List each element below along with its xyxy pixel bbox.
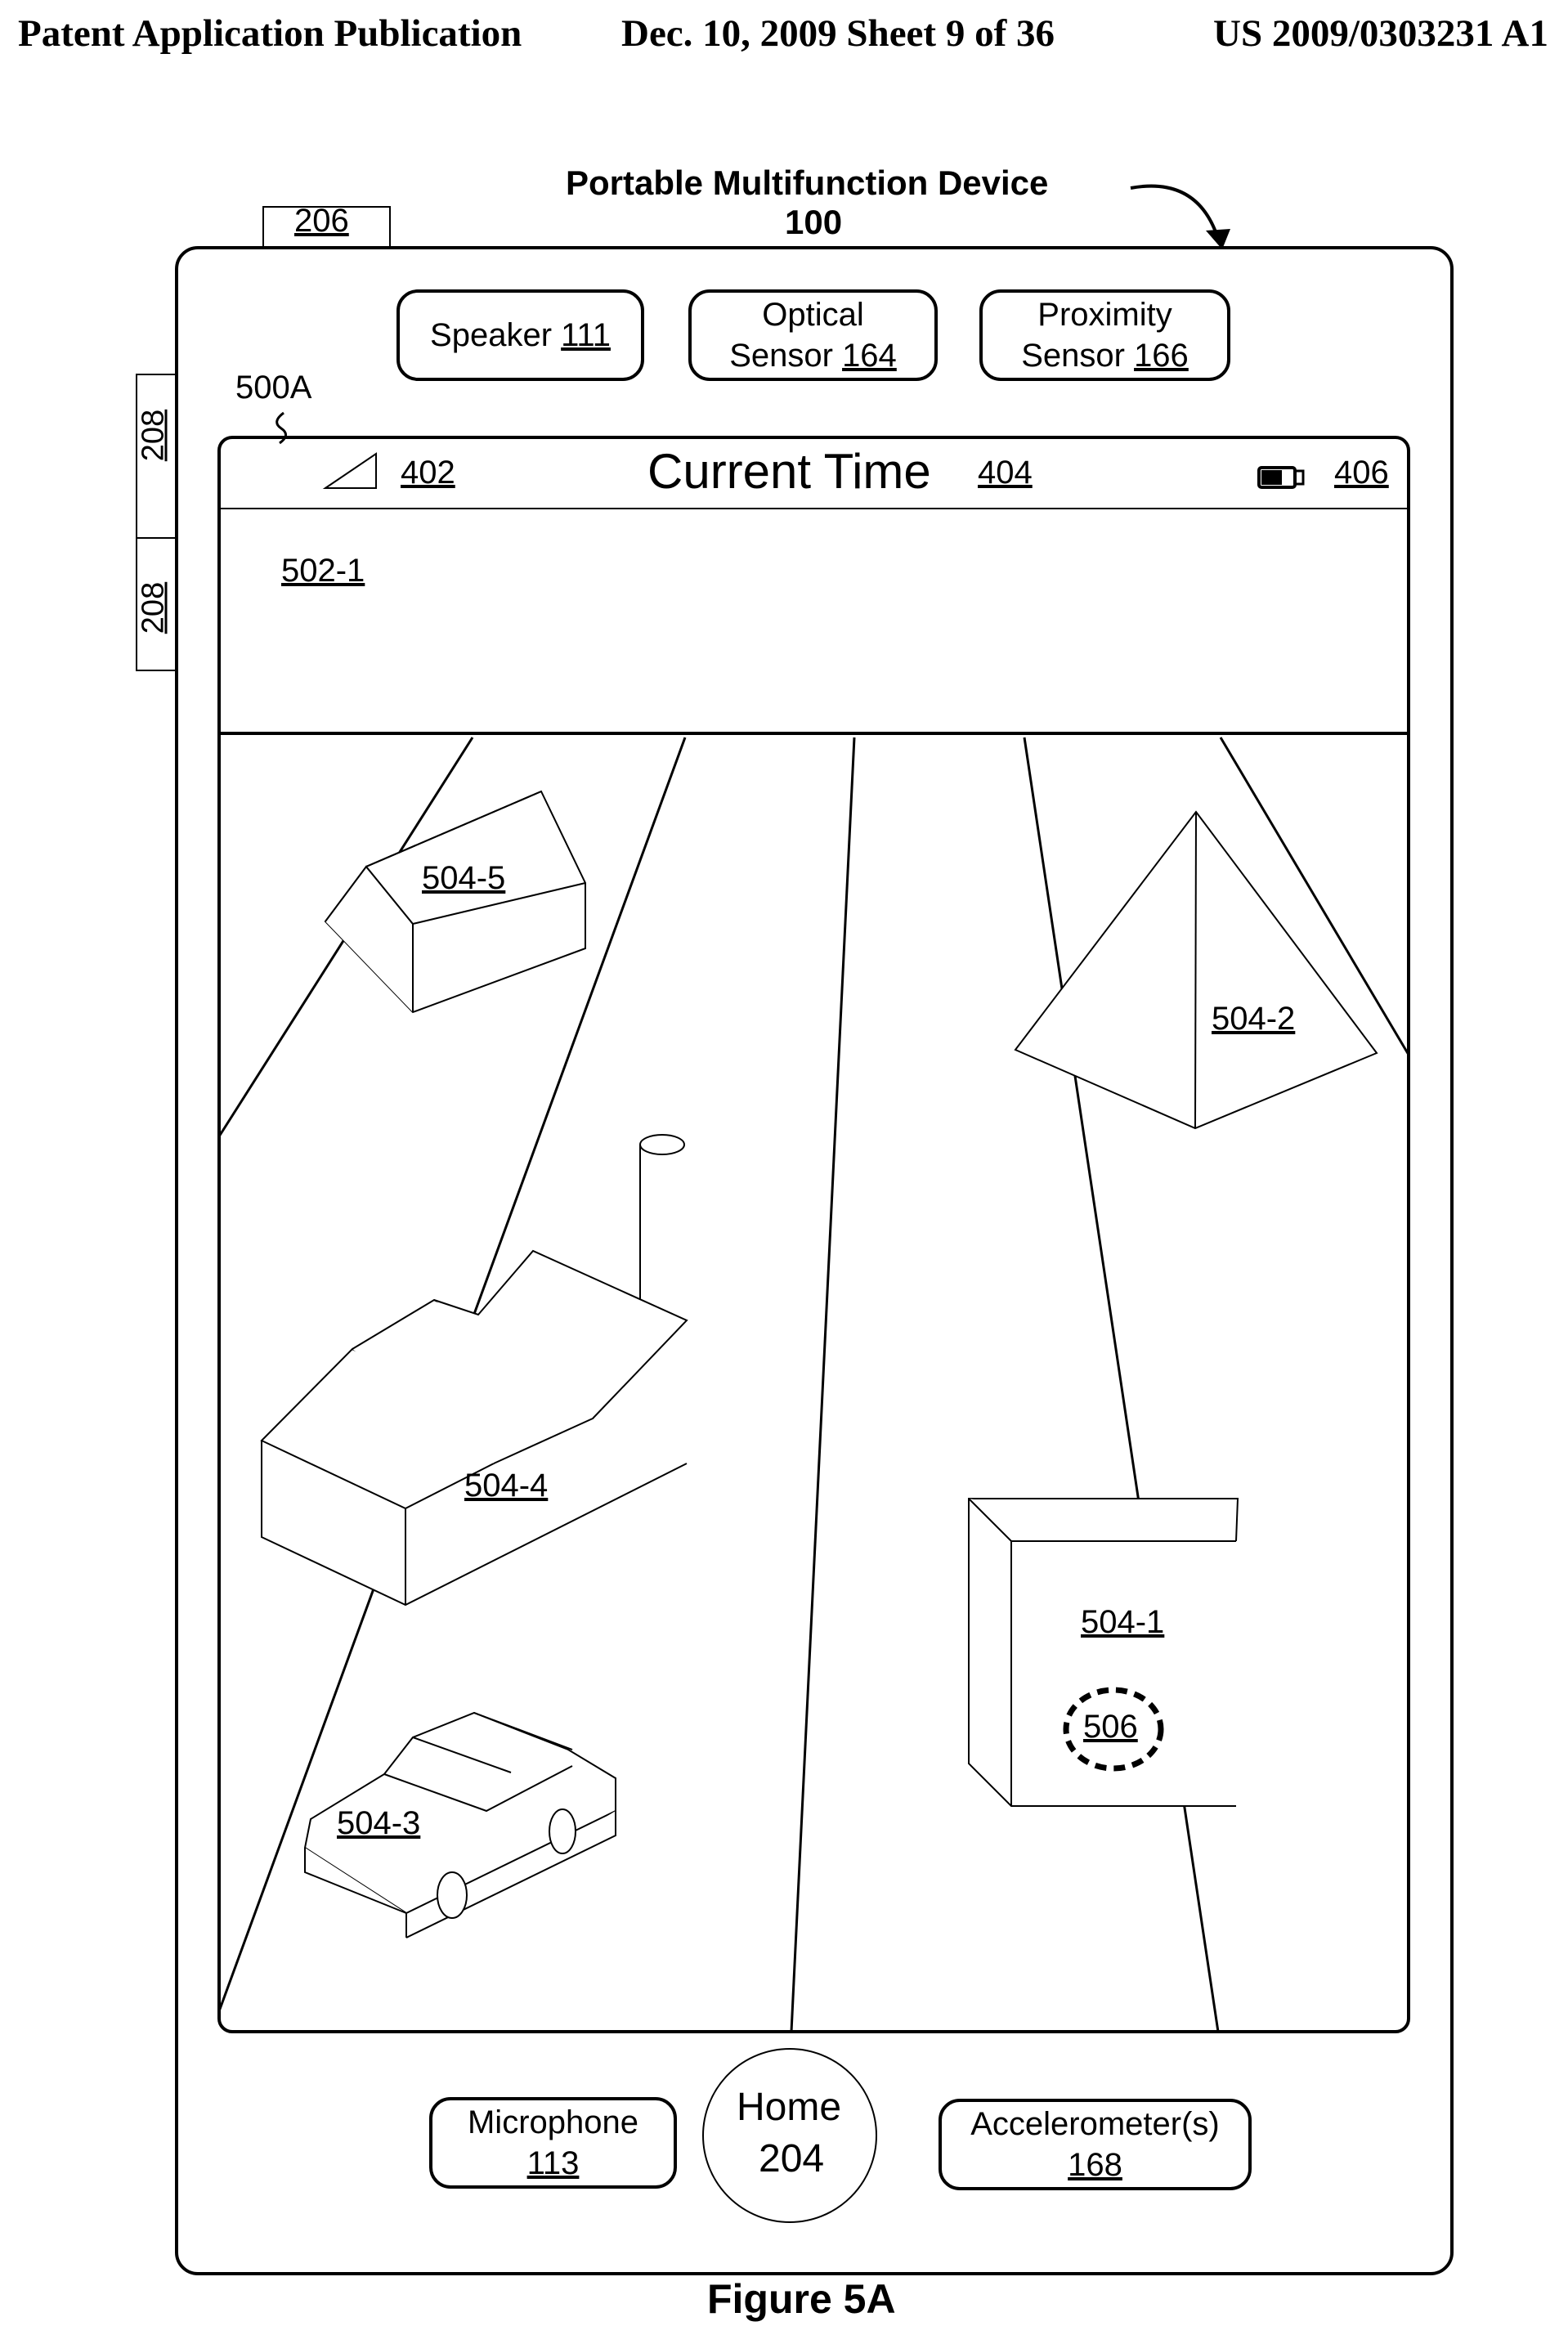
proximity-sensor-line1: Proximity [1037,297,1172,333]
device-outline [175,246,1454,2275]
speaker-box: Speaker 111 [396,289,644,381]
publication-number: US 2009/0303231 A1 [1213,12,1548,55]
side-button-lower [136,537,177,671]
device-number: 100 [785,203,843,241]
area-ref-label: 502-1 [281,553,365,589]
side-button-label-1: 208 [136,409,171,462]
device-pointer-arrow [1130,184,1220,240]
pyramid-object [1014,810,1378,1130]
signal-ref: 402 [401,455,455,491]
car-object [303,1711,616,1938]
home-label: Home [737,2086,842,2129]
proximity-sensor-ref: 166 [1134,338,1189,374]
touch-label: 506 [1083,1709,1138,1745]
accelerometer-box: Accelerometer(s) 168 [939,2099,1252,2190]
device-title: Portable Multifunction Device [566,164,1049,202]
home-button-outline [702,2048,877,2223]
time-ref: 404 [978,455,1033,491]
side-button-label-2: 208 [136,581,171,634]
building-object [260,1134,688,1607]
publication-date-sheet: Dec. 10, 2009 Sheet 9 of 36 [621,12,1055,55]
optical-sensor-box: Optical Sensor 164 [688,289,938,381]
building-label: 504-4 [464,1468,549,1504]
optical-sensor-ref: 164 [842,338,897,374]
current-time-label: Current Time [647,444,931,499]
speaker-label: Speaker [430,317,553,353]
screen-outline [217,436,1410,2033]
tab-206-label: 206 [294,203,349,239]
house-object [324,790,586,1014]
microphone-ref: 113 [526,2145,580,2181]
accelerometer-ref: 168 [1068,2147,1122,2183]
tab-206 [262,206,391,248]
house-label: 504-5 [422,860,506,896]
car-label: 504-3 [337,1805,421,1841]
battery-ref: 406 [1334,455,1389,491]
accelerometer-label: Accelerometer(s) [970,2106,1220,2142]
battery-icon [1257,466,1305,489]
touch-contact-indicator [1063,1687,1164,1772]
microphone-label: Microphone [467,2104,638,2140]
screen-ref-label: 500A [235,370,312,406]
speaker-ref: 111 [561,317,611,353]
home-ref: 204 [759,2137,825,2180]
figure-caption: Figure 5A [707,2276,896,2322]
optical-sensor-line1: Optical [762,297,864,333]
arrow-head [1206,229,1230,249]
box-object [968,1498,1239,1807]
publication-label: Patent Application Publication [18,12,522,55]
pyramid-label: 504-2 [1212,1001,1296,1037]
box-label: 504-1 [1081,1604,1165,1640]
signal-strength-icon [322,452,377,489]
optical-sensor-line2: Sensor [729,338,833,374]
proximity-sensor-box: Proximity Sensor 166 [979,289,1230,381]
proximity-sensor-line2: Sensor [1021,338,1125,374]
microphone-box: Microphone 113 [429,2097,677,2189]
